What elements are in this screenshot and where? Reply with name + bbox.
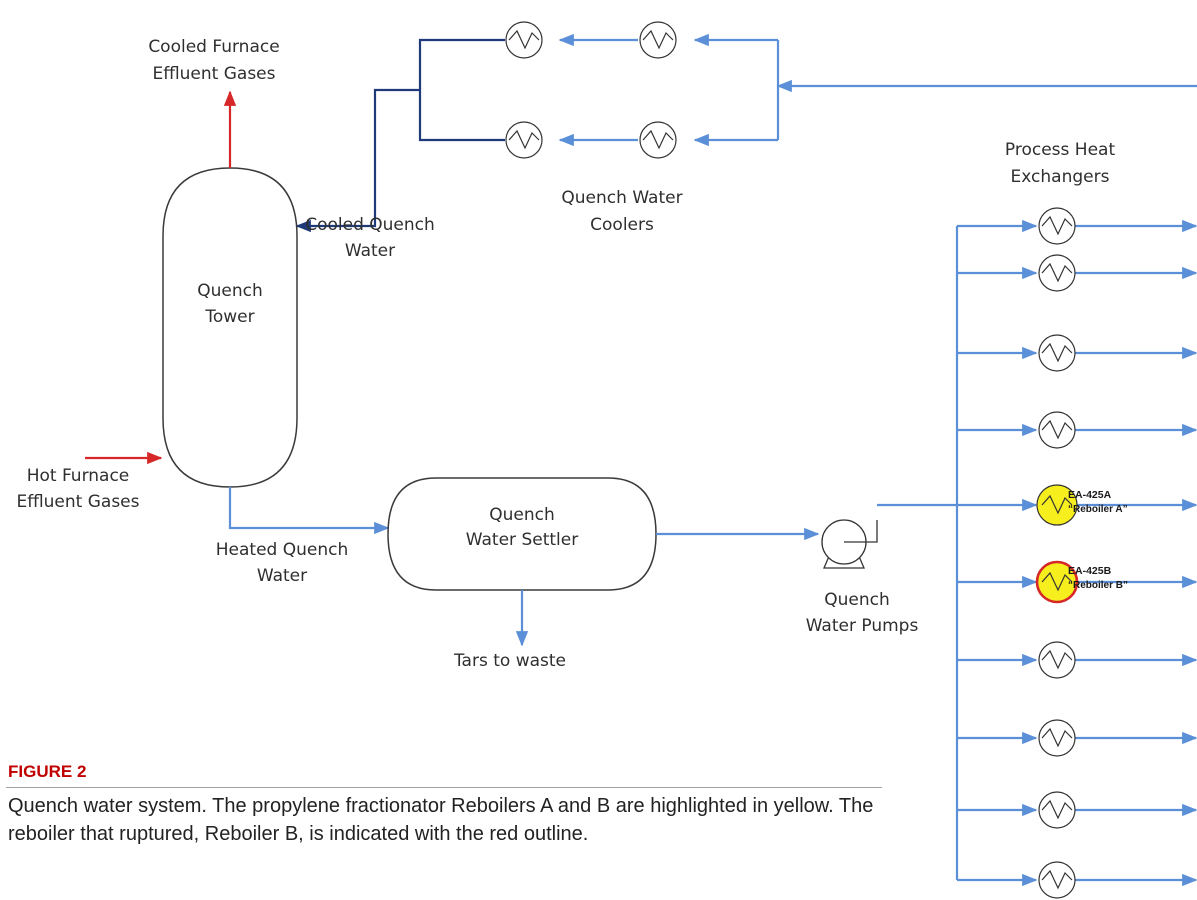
pumps-label-1: Quench — [824, 590, 890, 610]
hot-effluent-label-2: Effluent Gases — [16, 492, 139, 512]
tars-label: Tars to waste — [453, 651, 566, 671]
heat-exchanger-icon — [1038, 641, 1076, 679]
quench-water-pump-icon — [821, 519, 878, 569]
heated-quench-stream — [228, 487, 390, 535]
figure-title: FIGURE 2 — [8, 762, 87, 781]
heat-exchanger-icon — [1036, 484, 1078, 526]
phe-label-1: Process Heat — [1005, 140, 1116, 160]
reboiler-b-name: “Reboiler B” — [1068, 580, 1128, 591]
quench-tower — [162, 167, 298, 488]
cooler-loop-lines — [295, 33, 1197, 233]
heat-exchanger-row — [957, 791, 1197, 829]
reboiler-b-row — [957, 560, 1197, 604]
reboiler-b-tag: EA-425B — [1068, 565, 1112, 577]
heat-exchanger-row — [957, 641, 1197, 679]
coolers-label-1: Quench Water — [561, 188, 682, 208]
heat-exchanger-icon — [1035, 560, 1079, 604]
reboiler-a-row — [957, 484, 1197, 526]
figure-divider — [6, 787, 882, 788]
process-heat-exchangers — [957, 207, 1197, 899]
tower-label-1: Quench — [197, 281, 263, 301]
heat-exchanger-row — [957, 334, 1197, 372]
cooled-quench-label-2: Water — [345, 241, 395, 261]
reboiler-a-name: “Reboiler A” — [1068, 504, 1128, 515]
heat-exchanger-icon — [1038, 411, 1076, 449]
settler-label-1: Quench — [489, 505, 555, 525]
cooled-quench-label-1: Cooled Quench — [305, 215, 435, 235]
heat-exchanger-row — [957, 861, 1197, 899]
heat-exchanger-row — [957, 207, 1197, 245]
heat-exchanger-row — [957, 411, 1197, 449]
heat-exchanger-icon — [1038, 791, 1076, 829]
quench-water-cooler-icon — [639, 21, 677, 59]
phe-label-2: Exchangers — [1011, 167, 1110, 187]
heat-exchanger-row — [957, 719, 1197, 757]
heat-exchanger-icon — [1038, 254, 1076, 292]
reboiler-a-tag: EA-425A — [1068, 489, 1112, 501]
cooled-effluent-label-1: Cooled Furnace — [148, 37, 279, 57]
quench-water-cooler-icon — [505, 21, 543, 59]
heated-quench-label-1: Heated Quench — [216, 540, 349, 560]
quench-water-cooler-icon — [639, 121, 677, 159]
heat-exchanger-icon — [1038, 719, 1076, 757]
coolers-label-2: Coolers — [590, 215, 654, 235]
heated-quench-label-2: Water — [257, 566, 307, 586]
quench-water-cooler-icon — [505, 121, 543, 159]
heat-exchanger-row — [957, 254, 1197, 292]
cooled-effluent-label-2: Effluent Gases — [152, 64, 275, 84]
hot-effluent-label-1: Hot Furnace — [27, 466, 130, 486]
quench-water-settler — [387, 477, 657, 591]
heat-exchanger-icon — [1038, 334, 1076, 372]
settler-label-2: Water Settler — [466, 530, 578, 550]
figure-caption: Quench water system. The propylene fract… — [8, 795, 874, 845]
tower-label-2: Tower — [204, 307, 254, 327]
heat-exchanger-icon — [1038, 861, 1076, 899]
pumps-label-2: Water Pumps — [806, 616, 919, 636]
heat-exchanger-icon — [1038, 207, 1076, 245]
